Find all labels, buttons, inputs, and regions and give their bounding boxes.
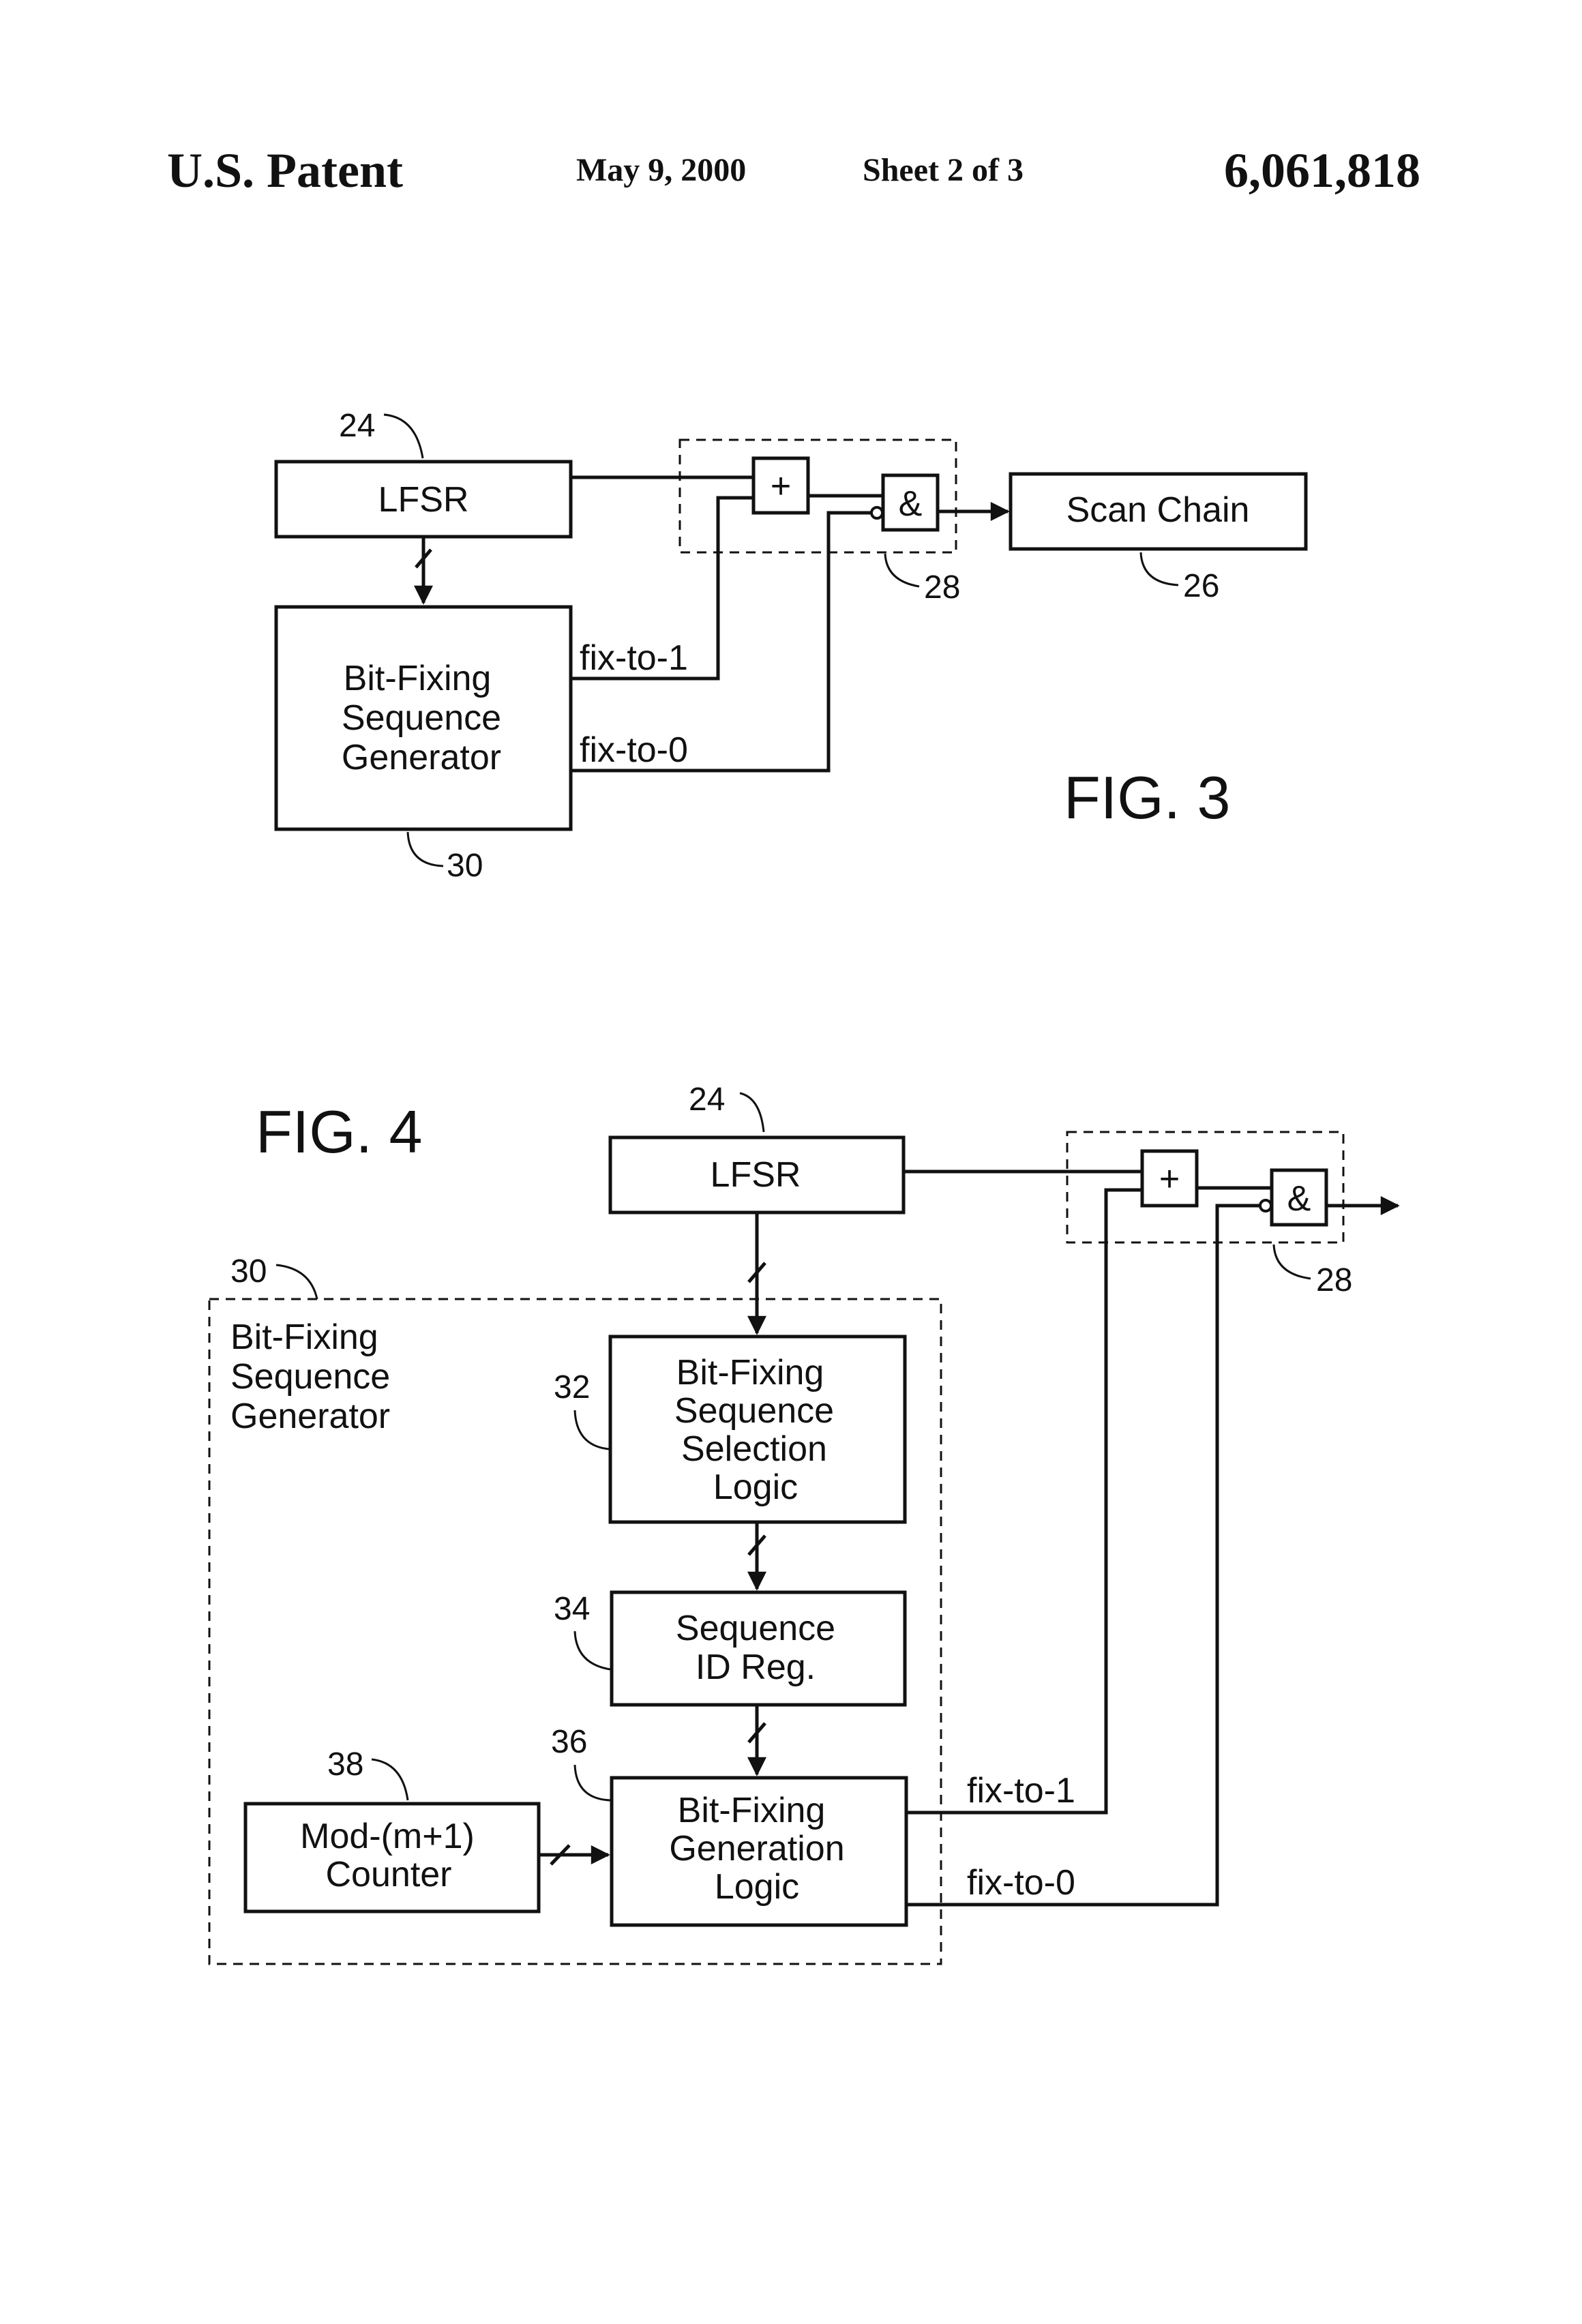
fig3-gate-block-ref: 28: [924, 569, 960, 606]
fig4-counter-line1: Mod-(m+1): [300, 1817, 475, 1856]
fig4-generator-line1: Bit-Fixing: [230, 1317, 378, 1357]
fig3-lfsr-label: LFSR: [378, 480, 469, 520]
fig4-generation-ref: 36: [551, 1724, 587, 1760]
fig4-idreg-line1: Sequence: [676, 1609, 835, 1648]
fig3-gate-block-leader: [885, 554, 919, 586]
fig3-scan-chain-leader: [1141, 552, 1178, 585]
fig3: FIG. 3 LFSR 24 Bit-Fixing Sequence Gener…: [276, 408, 1306, 884]
fig4-counter-line2: Counter: [326, 1855, 452, 1894]
fig4-counter-ref: 38: [327, 1746, 363, 1783]
fig3-or-gate-symbol: +: [771, 466, 791, 506]
fig4-and-inverter-bubble: [1260, 1200, 1271, 1211]
fig4-gate-block-ref: 28: [1316, 1262, 1352, 1298]
fig3-fix1-label: fix-to-1: [580, 638, 688, 678]
fig4-selection-line1: Bit-Fixing: [676, 1353, 824, 1392]
fig3-lfsr-leader: [384, 415, 423, 458]
fig4-generation-leader: [575, 1765, 610, 1800]
fig4-lfsr-ref: 24: [689, 1082, 725, 1118]
fig4-generator-leader: [276, 1265, 317, 1299]
fig4-idreg-ref: 34: [554, 1591, 590, 1627]
fig4-generation-line1: Bit-Fixing: [678, 1791, 826, 1830]
fig4-selection-ref: 32: [554, 1369, 590, 1405]
fig3-and-inverter-bubble: [871, 507, 882, 518]
fig4-generation-line2: Generation: [669, 1829, 844, 1868]
fig4-and-gate-symbol: &: [1287, 1179, 1311, 1219]
fig3-generator-ref: 30: [447, 848, 483, 884]
fig4-fix0-wire: [906, 1206, 1260, 1905]
fig3-generator-leader: [408, 832, 443, 866]
fig4-generator-ref: 30: [230, 1253, 267, 1290]
fig4: FIG. 4 LFSR 24 Bit-Fixing Sequence Gener…: [209, 1082, 1398, 1964]
fig4-idreg-leader: [575, 1631, 610, 1669]
fig4-generation-line3: Logic: [715, 1867, 799, 1907]
fig3-and-gate-symbol: &: [899, 484, 923, 524]
fig4-caption: FIG. 4: [256, 1098, 423, 1165]
fig4-idreg-line2: ID Reg.: [696, 1648, 816, 1687]
fig4-fix0-label: fix-to-0: [967, 1863, 1075, 1903]
fig4-lfsr-leader: [740, 1093, 764, 1132]
fig3-generator-line3: Generator: [342, 738, 501, 777]
fig3-generator-line2: Sequence: [342, 698, 501, 738]
fig3-scan-chain-label: Scan Chain: [1066, 490, 1250, 530]
fig4-lfsr-label: LFSR: [711, 1155, 801, 1195]
fig3-lfsr-ref: 24: [339, 408, 375, 444]
fig4-selection-line4: Logic: [713, 1468, 798, 1507]
fig4-counter-leader: [372, 1759, 408, 1800]
fig3-fix0-label: fix-to-0: [580, 730, 688, 770]
fig4-selection-leader: [575, 1410, 609, 1449]
fig4-gate-block-leader: [1274, 1245, 1311, 1279]
fig3-generator-line1: Bit-Fixing: [344, 659, 492, 698]
fig4-selection-line2: Sequence: [674, 1391, 834, 1431]
fig4-or-gate-symbol: +: [1159, 1159, 1180, 1199]
fig4-generator-line2: Sequence: [230, 1357, 390, 1397]
fig4-selection-line3: Selection: [681, 1429, 827, 1469]
fig3-scan-chain-ref: 26: [1183, 568, 1219, 604]
fig3-caption: FIG. 3: [1064, 764, 1231, 831]
fig4-generator-line3: Generator: [230, 1397, 390, 1436]
fig4-fix1-label: fix-to-1: [967, 1771, 1075, 1811]
